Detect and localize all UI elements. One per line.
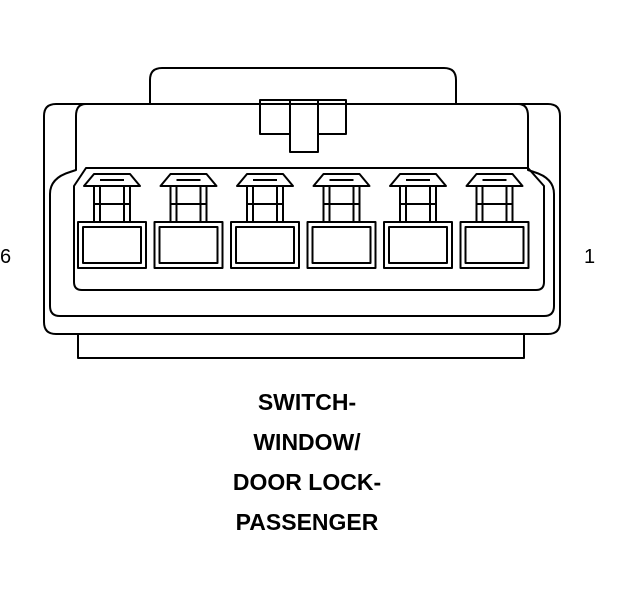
- connector-housing-outer: [43, 103, 561, 335]
- pin-terminal: [230, 173, 300, 269]
- caption-line-3: DOOR LOCK-: [232, 469, 382, 495]
- connector-housing-inner: [49, 103, 555, 317]
- connector-latch: [259, 99, 347, 153]
- pin-6-label: 6: [0, 246, 12, 268]
- pin-terminal: [383, 173, 453, 269]
- connector-top-hood: [149, 67, 457, 104]
- pin-1-label: 1: [584, 246, 596, 268]
- caption-line-1: SWITCH-: [257, 389, 357, 415]
- connector-caption: SWITCH- WINDOW/ DOOR LOCK- PASSENGER: [162, 382, 452, 542]
- pin-terminal: [459, 173, 530, 269]
- pin-terminal: [77, 173, 147, 269]
- pin-terminal: [306, 173, 377, 269]
- connector-cavity: [73, 167, 545, 291]
- connector-bottom-skirt: [77, 334, 525, 359]
- caption-line-4: PASSENGER: [235, 509, 379, 535]
- caption-line-2: WINDOW/: [253, 429, 361, 455]
- pin-terminal: [153, 173, 224, 269]
